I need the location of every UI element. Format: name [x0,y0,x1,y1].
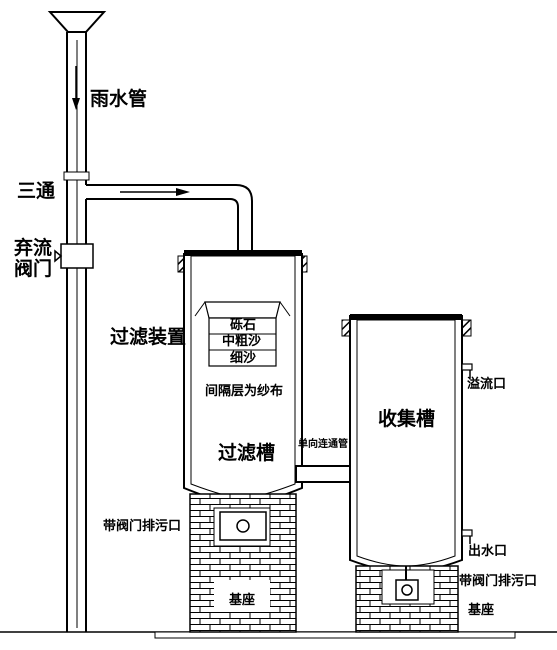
collection-tank-lid [350,314,462,320]
label-base-left: 基座 [229,593,256,608]
tee-joint [63,171,90,181]
label-separator-gauze: 间隔层为纱布 [205,384,284,399]
label-filter-tank: 过滤槽 [218,442,276,464]
collection-tank-inner [356,319,456,567]
filter-basket [194,301,291,367]
label-water-outlet: 出水口 [468,544,508,559]
label-gravel: 砾石 [230,318,257,333]
filter-base-label-area [214,580,270,612]
horizontal-pipe [86,184,253,292]
down-arrow-icon [72,66,80,110]
overflow-faucet-icon [461,363,473,378]
label-overflow-outlet: 溢流口 [467,377,507,392]
label-fine-sand: 细沙 [230,351,257,366]
discard-valve [54,243,94,269]
filter-drain-valve-wheel [236,519,250,533]
funnel [47,11,107,33]
right-arrow-icon [120,188,190,196]
label-base-right: 基座 [468,603,495,618]
filter-drain-valve-top [219,511,267,541]
one-way-pipe [295,465,359,483]
collection-drain-valve [395,579,419,601]
label-drain-valve-right: 带阀门排污口 [459,574,538,589]
label-rain-pipe: 雨水管 [90,88,148,110]
label-tee: 三通 [17,180,56,202]
label-filter-device: 过滤装置 [110,326,187,348]
ground-slab [154,631,516,639]
label-collection-tank: 收集槽 [378,408,436,430]
filter-tank-lid [184,250,302,256]
rain-pipe [66,32,87,632]
label-discard-valve: 弃流阀门 [14,237,53,280]
label-one-way-pipe: 单向连通管 [298,439,348,450]
outlet-faucet-icon [461,529,473,544]
label-drain-valve-left: 带阀门排污口 [103,519,182,534]
label-medium-coarse-sand: 中粗沙 [222,334,262,349]
